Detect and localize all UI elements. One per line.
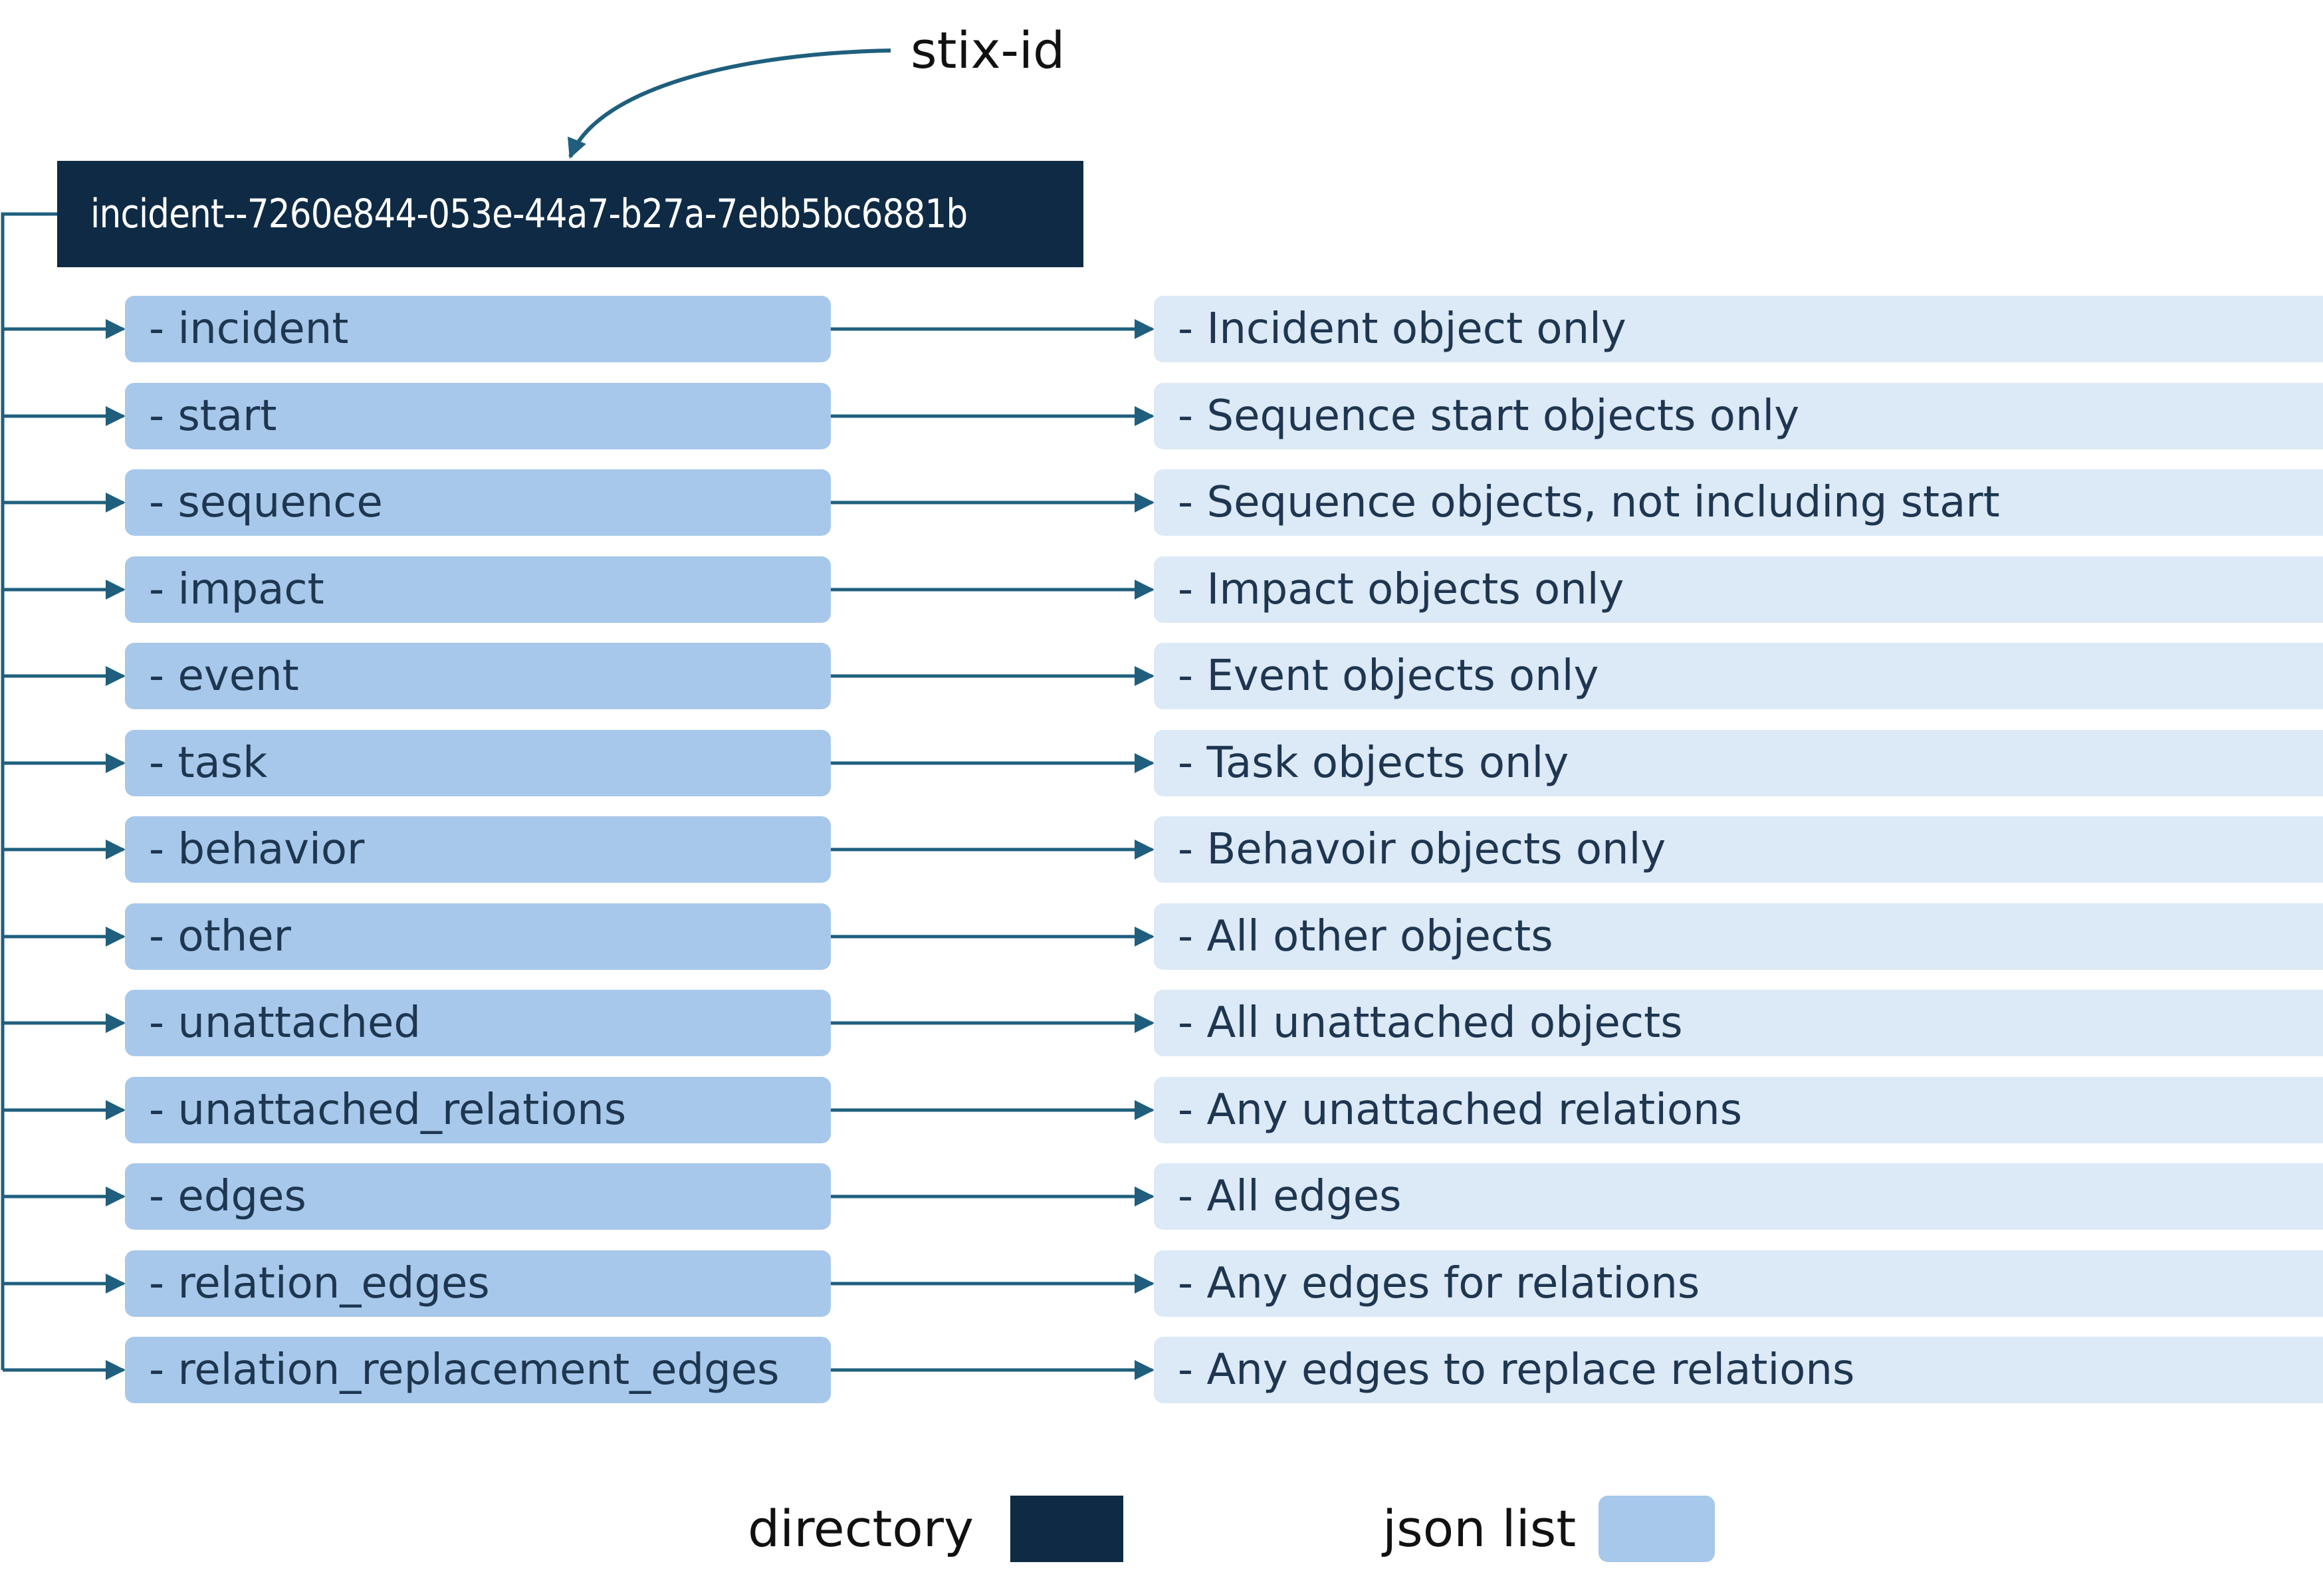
- list-row: - unattached_relations - Any unattached r…: [0, 1077, 2323, 1143]
- legend-json-list-label: json list: [1383, 1499, 1577, 1558]
- json-list-item: - unattached: [125, 990, 831, 1056]
- item-description: - Sequence objects, not including start: [1154, 469, 2323, 536]
- json-list-item: - task: [125, 730, 831, 796]
- json-list-item: - sequence: [125, 469, 831, 536]
- list-row: - impact - Impact objects only: [0, 556, 2323, 623]
- stix-id-label: stix-id: [911, 21, 1065, 80]
- list-row: - incident - Incident object only: [0, 296, 2323, 362]
- item-description: - Any edges to replace relations: [1154, 1337, 2323, 1403]
- root-directory-label: incident--7260e844-053e-44a7-b27a-7ebb5b…: [90, 191, 968, 237]
- json-list-item: - edges: [125, 1163, 831, 1230]
- legend-json-list-swatch: [1599, 1496, 1715, 1562]
- list-row: - relation_edges - Any edges for relation…: [0, 1250, 2323, 1317]
- item-description: - All edges: [1154, 1163, 2323, 1230]
- list-row: - edges - All edges: [0, 1163, 2323, 1230]
- item-description: - Incident object only: [1154, 296, 2323, 362]
- list-row: - unattached - All unattached objects: [0, 990, 2323, 1056]
- root-directory-box: incident--7260e844-053e-44a7-b27a-7ebb5b…: [57, 161, 1083, 267]
- item-description: - Any edges for relations: [1154, 1250, 2323, 1317]
- legend-directory-swatch: [1010, 1496, 1123, 1562]
- json-list-item: - relation_replacement_edges: [125, 1337, 831, 1403]
- json-list-item: - event: [125, 643, 831, 709]
- item-description: - Sequence start objects only: [1154, 383, 2323, 449]
- json-list-item: - incident: [125, 296, 831, 362]
- legend-directory-label: directory: [748, 1499, 974, 1558]
- stix-id-pointer-arrow: [568, 49, 891, 159]
- json-list-item: - other: [125, 903, 831, 970]
- item-description: - Any unattached relations: [1154, 1077, 2323, 1143]
- item-description: - Behavoir objects only: [1154, 816, 2323, 883]
- tree-connectors: [1, 212, 1155, 1380]
- json-list-item: - behavior: [125, 816, 831, 883]
- json-list-item: - impact: [125, 556, 831, 623]
- json-list-item: - start: [125, 383, 831, 449]
- json-list-item: - unattached_relations: [125, 1077, 831, 1143]
- tree-trunk-line: [1, 212, 57, 1370]
- list-row: - start - Sequence start objects only: [0, 383, 2323, 449]
- list-row: - task - Task objects only: [0, 730, 2323, 796]
- item-description: - All other objects: [1154, 903, 2323, 970]
- json-list-item: - relation_edges: [125, 1250, 831, 1317]
- item-description: - Task objects only: [1154, 730, 2323, 796]
- list-row: - relation_replacement_edges - Any edges …: [0, 1337, 2323, 1403]
- item-description: - Event objects only: [1154, 643, 2323, 709]
- item-description: - All unattached objects: [1154, 990, 2323, 1056]
- list-row: - other - All other objects: [0, 903, 2323, 970]
- list-row: - event - Event objects only: [0, 643, 2323, 709]
- list-row: - behavior - Behavoir objects only: [0, 816, 2323, 883]
- item-description: - Impact objects only: [1154, 556, 2323, 623]
- list-row: - sequence - Sequence objects, not includ…: [0, 469, 2323, 536]
